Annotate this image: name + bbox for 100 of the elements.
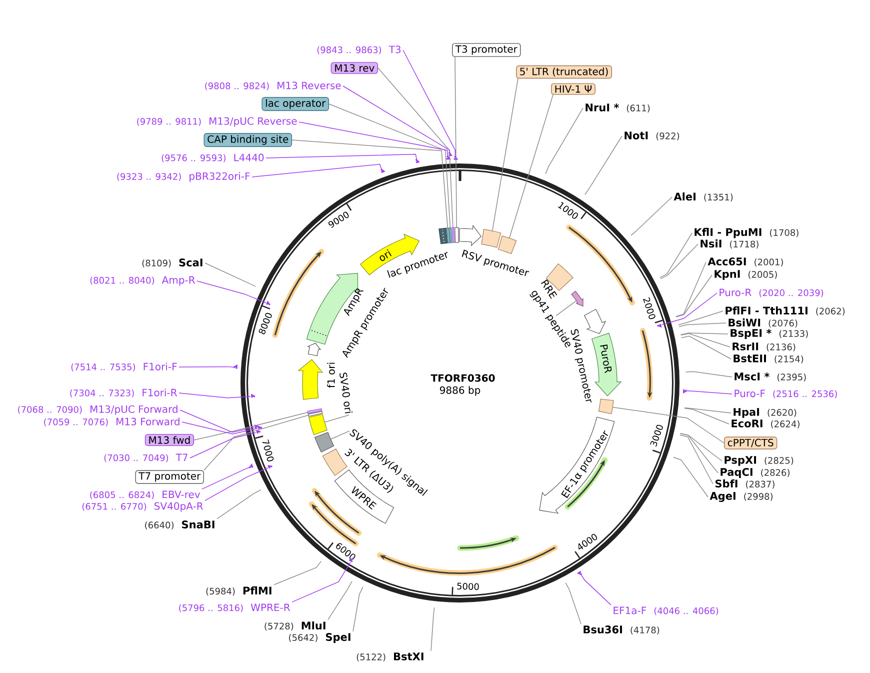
leader-line (509, 94, 554, 238)
enzyme-label: NsiI (1718) (700, 239, 758, 249)
leader-line (266, 154, 418, 162)
enzyme-label: PspXI (2825) (724, 456, 794, 466)
feature-stripe (449, 227, 452, 244)
enzyme-label: AleI (1351) (674, 192, 733, 202)
enzyme-label: (5728) MluI (264, 621, 326, 631)
feature-stripe (454, 227, 459, 243)
primer-label: (6805 .. 6824) EBV-rev (90, 490, 200, 500)
leader-line (402, 50, 456, 158)
primer-label: (7514 .. 7535) F1ori-F (71, 362, 177, 372)
enzyme-label: PflFI - Tth111I (2062) (726, 306, 845, 316)
leader-line (378, 68, 454, 228)
leader-line (556, 300, 577, 316)
feature-label: f1 ori (327, 362, 335, 388)
leader-line (328, 581, 352, 620)
leader-line (454, 56, 457, 228)
enzyme-label: KpnI (2005) (714, 270, 777, 280)
primer-mark (446, 155, 450, 160)
enzyme-label: (8109) ScaI (142, 258, 202, 268)
scale-label: 7000 (262, 439, 274, 462)
primer-mark (578, 570, 582, 576)
feature-stripe (308, 411, 323, 417)
leader-line (680, 332, 728, 336)
leader-line (196, 280, 266, 304)
leader-line (178, 366, 236, 368)
primer-label: (5796 .. 5816) WPRE-R (179, 604, 290, 612)
leader-line (661, 292, 718, 326)
primer-label: (9576 .. 9593) L4440 (162, 154, 264, 162)
feature-label: SV40 ori (340, 372, 353, 414)
primer-mark (448, 152, 452, 156)
feature-block (306, 342, 322, 356)
feature-box (438, 228, 448, 244)
leader-line (204, 414, 309, 471)
leader-line (660, 244, 698, 280)
leader-line (202, 466, 252, 490)
feature-stripe (307, 408, 322, 414)
enzyme-label: (5642) SpeI (289, 633, 350, 643)
enzyme-label: NotI (922) (624, 132, 680, 140)
leader-line (565, 582, 582, 624)
feature-tag: cPPT/CTS (724, 436, 778, 450)
primer-label: Puro-F (2516 .. 2536) (734, 390, 837, 398)
leader-line (680, 434, 714, 484)
leader-line (430, 607, 435, 652)
feature-box (598, 398, 614, 414)
leader-line (678, 322, 726, 328)
enzyme-label: AgeI (2998) (710, 492, 773, 502)
leader-line (352, 586, 364, 632)
primer-mark (254, 424, 259, 429)
enzyme-label: KflI - PpuMI (1708) (694, 228, 798, 238)
feature-tag: M13 rev (330, 62, 378, 74)
primer-mark (349, 558, 354, 562)
leader-line (680, 432, 722, 462)
feature-tag: CAP binding site (204, 133, 292, 147)
plasmid-name: TFORF0360 (430, 374, 495, 382)
leader-line (328, 104, 451, 228)
primer-label: EF1a-F (4046 .. 4066) (614, 606, 718, 616)
scale-label: 8000 (258, 312, 272, 334)
primer-label: (6751 .. 6770) SV40pA-R (82, 502, 204, 512)
enzyme-label: RsrII (2136) (732, 342, 796, 352)
feature-stripe (452, 227, 455, 243)
primer-mark (380, 168, 385, 173)
primer-mark (233, 365, 238, 369)
enzyme-label: PaqCI (2826) (720, 468, 790, 478)
primer-label: (8021 .. 8040) Amp-R (90, 276, 196, 286)
primer-mark (683, 389, 688, 393)
leader-line (204, 262, 256, 287)
primer-label: (7059 .. 7076) M13 Forward (44, 418, 180, 426)
enzyme-label: (5122) BstXI (356, 652, 424, 662)
leader-line (580, 573, 612, 606)
leader-line (292, 562, 351, 602)
primer-label: Puro-R (2020 .. 2039) (720, 288, 824, 298)
feature-tag: T3 promoter (452, 43, 521, 57)
leader-line (216, 489, 262, 520)
leader-line (660, 232, 692, 278)
enzyme-label: MscI * (2395) (734, 372, 806, 382)
primer-label: (9789 .. 9811) M13/pUC Reverse (137, 117, 297, 127)
leader-line (680, 333, 730, 348)
leader-line (292, 140, 448, 228)
scale-label: 5000 (457, 582, 479, 590)
primer-label: (9808 .. 9824) M13 Reverse (205, 82, 341, 90)
leader-line (678, 310, 724, 326)
primer-mark (454, 156, 458, 160)
leader-line (676, 274, 712, 318)
feature-tag: lac operator (262, 97, 329, 111)
enzyme-label: EcoRI (2624) (732, 420, 800, 428)
feature-tag: HIV-1 Ψ (551, 83, 596, 95)
leader-line (194, 412, 308, 440)
primer-mark (266, 301, 270, 306)
feature-tag: M13 fwd (144, 434, 194, 446)
feature-stripe (446, 228, 450, 244)
enzyme-label: SbfI (2837) (715, 479, 774, 489)
primer-mark (268, 465, 272, 469)
leader-line (178, 392, 251, 398)
enzyme-label: Bsu36I (4178) (584, 626, 660, 634)
leader-line (342, 86, 450, 154)
leader-line (545, 108, 584, 174)
primer-label: (9843 .. 9863) T3 (317, 46, 400, 54)
leader-line (182, 422, 258, 434)
enzyme-label: BspEI * (2133) (730, 329, 808, 339)
